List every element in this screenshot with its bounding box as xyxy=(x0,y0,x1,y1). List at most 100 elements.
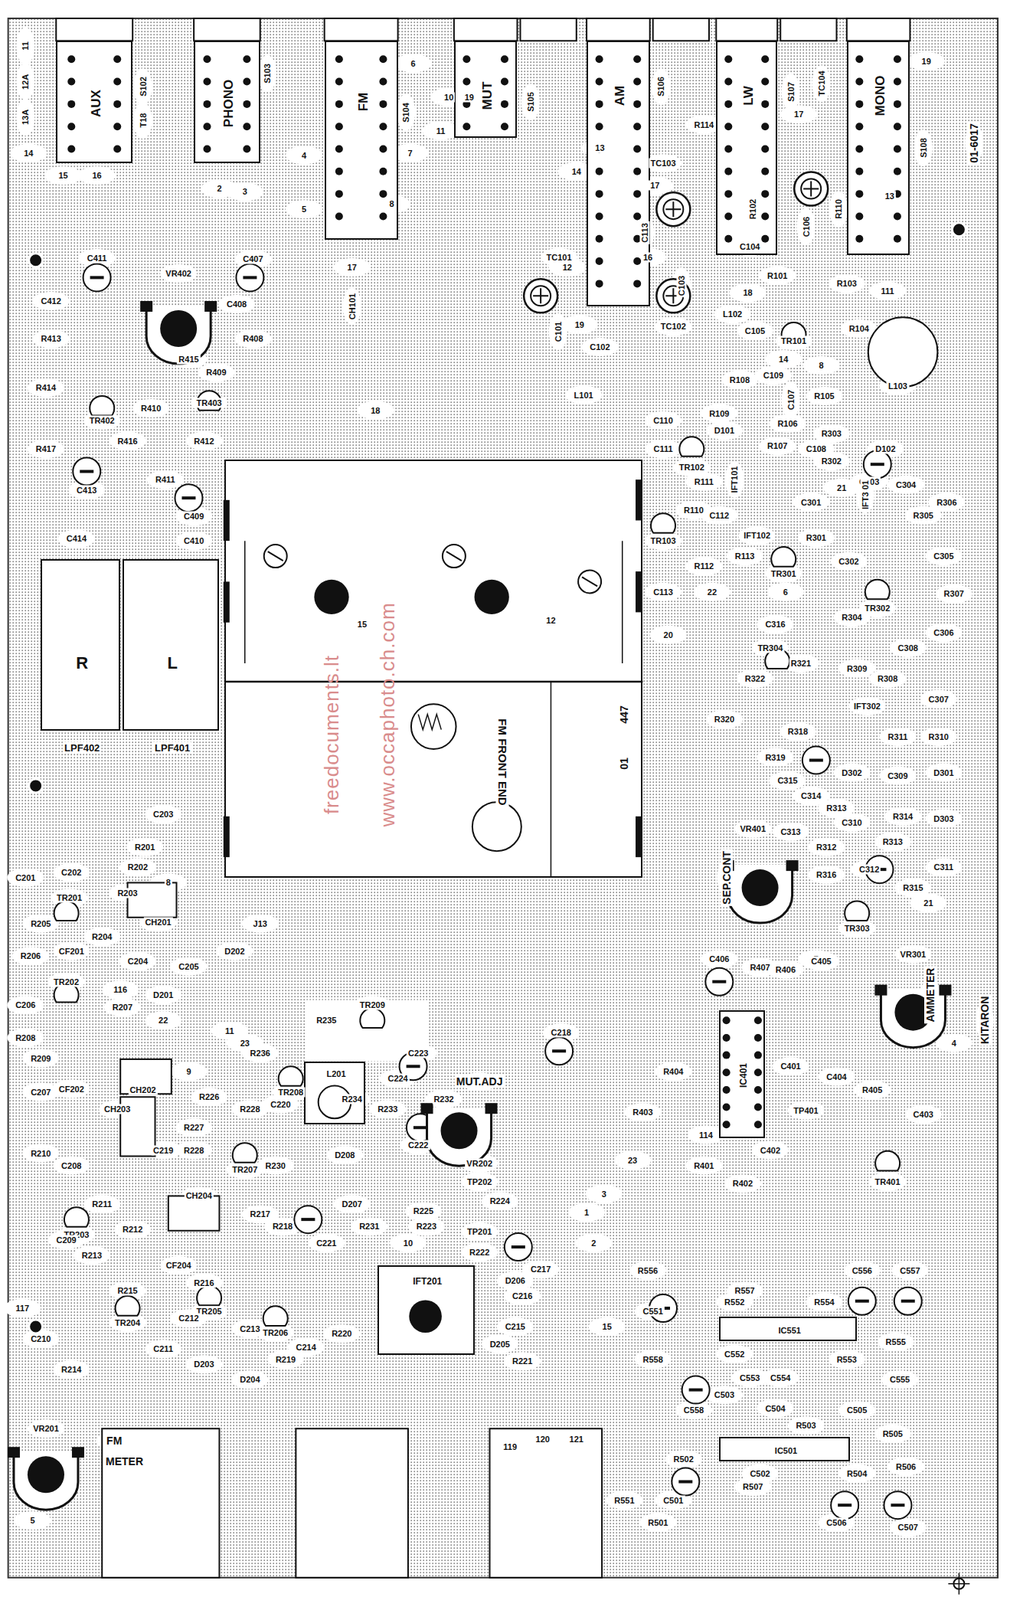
callout-label: R310 xyxy=(927,731,951,742)
clearance xyxy=(803,356,841,375)
part-label: IC401 xyxy=(738,1061,749,1089)
clearance xyxy=(830,552,867,571)
callout-label: C301 xyxy=(799,496,823,507)
callout-label: C215 xyxy=(503,1321,527,1332)
callout-label: C106 xyxy=(800,215,811,239)
solder-pad xyxy=(724,189,733,198)
callout-label: C407 xyxy=(241,254,265,265)
callout-label: L101 xyxy=(572,389,595,400)
callout-label: FM xyxy=(104,1434,124,1447)
callout-label: C551 xyxy=(641,1306,665,1317)
clearance xyxy=(654,317,692,336)
solder-pad xyxy=(761,189,769,198)
callout-label: C210 xyxy=(29,1333,53,1344)
clearance xyxy=(887,475,925,494)
clearance xyxy=(16,63,35,101)
trimmer-symbol xyxy=(656,192,690,226)
callout-label: R103 xyxy=(835,278,859,289)
callout-label: 21 xyxy=(921,898,935,909)
callout-label: 18 xyxy=(741,287,754,298)
clearance xyxy=(884,807,922,826)
callout-label: C409 xyxy=(182,511,206,522)
clearance xyxy=(869,1172,906,1191)
transistor-symbol xyxy=(232,1142,258,1163)
solder-pad xyxy=(761,212,769,220)
clearance xyxy=(614,1150,651,1170)
connector-tab xyxy=(454,18,518,41)
clearance xyxy=(823,478,860,497)
clearance xyxy=(395,54,432,73)
electrolytic-cap xyxy=(802,746,831,775)
clearance xyxy=(503,1351,541,1370)
solder-pad xyxy=(633,100,641,108)
clearance xyxy=(729,283,767,302)
callout-label: 22 xyxy=(706,586,719,597)
clearance xyxy=(27,378,65,397)
potentiometers xyxy=(7,300,952,1510)
callout-label: 12 xyxy=(544,615,557,626)
callout-label: 8 xyxy=(164,877,173,888)
callout-label: C207 xyxy=(29,1086,53,1097)
solder-pad xyxy=(595,235,604,243)
solder-pad xyxy=(113,145,121,154)
solder-pad xyxy=(242,100,251,108)
clearance xyxy=(925,857,962,876)
clearance xyxy=(806,1292,844,1311)
part-label: LPF402 xyxy=(62,741,102,754)
callout-label: C103 xyxy=(676,274,687,298)
callout-label: C105 xyxy=(743,325,767,336)
solder-pad xyxy=(335,78,344,86)
callout-label: C312 xyxy=(857,864,881,875)
callout-label: 8 xyxy=(388,199,396,210)
part-area xyxy=(55,40,133,164)
clearance xyxy=(644,531,682,550)
solder-pad xyxy=(335,122,344,131)
front-end-internals xyxy=(223,479,644,878)
clearance xyxy=(764,349,802,369)
callout-label: R313 xyxy=(881,836,905,847)
callout-label: C552 xyxy=(722,1348,746,1359)
clearance xyxy=(813,424,850,443)
clearance xyxy=(757,1398,795,1418)
trimmer-symbol xyxy=(794,171,828,206)
part-area xyxy=(224,459,643,878)
electrolytic-cap xyxy=(705,967,733,996)
callout-label: R201 xyxy=(133,841,157,852)
clearance xyxy=(119,857,157,876)
clearance xyxy=(9,143,47,163)
clearance xyxy=(73,1245,111,1265)
callout-label: R236 xyxy=(248,1047,272,1058)
clearance xyxy=(460,1222,498,1241)
callout-label: R102 xyxy=(748,197,759,221)
callout-label: C211 xyxy=(151,1343,175,1354)
callout-label: C104 xyxy=(738,241,762,252)
callout-label: TR302 xyxy=(862,603,892,614)
clearance xyxy=(736,321,774,340)
callout-label: R503 xyxy=(794,1420,818,1431)
bottom-connector xyxy=(295,1428,409,1578)
callout-label: 23 xyxy=(238,1037,252,1048)
callout-label: R554 xyxy=(812,1297,836,1308)
solder-pad xyxy=(242,122,251,131)
clearance xyxy=(144,1010,182,1030)
clearance xyxy=(460,1172,498,1191)
clearance xyxy=(114,1219,151,1239)
callout-label: C406 xyxy=(707,954,731,965)
solder-pad xyxy=(113,55,121,63)
callout-label: C208 xyxy=(59,1160,83,1171)
clearance xyxy=(27,439,65,458)
callout-label: 19 xyxy=(463,91,476,102)
clearance xyxy=(369,1099,406,1118)
solder-pad xyxy=(335,55,344,63)
callout-label: R208 xyxy=(13,1032,37,1043)
clearance xyxy=(787,1101,825,1120)
clearance xyxy=(650,625,687,644)
callout-label: TR204 xyxy=(113,1317,142,1328)
callout-label: R230 xyxy=(264,1160,288,1171)
callout-label: R113 xyxy=(733,551,757,562)
bottom-connectors xyxy=(101,1428,602,1578)
transistor-symbol xyxy=(278,1065,304,1086)
clearance xyxy=(169,1062,207,1081)
callout-label: R402 xyxy=(731,1178,755,1189)
callout-label: R223 xyxy=(415,1221,438,1232)
